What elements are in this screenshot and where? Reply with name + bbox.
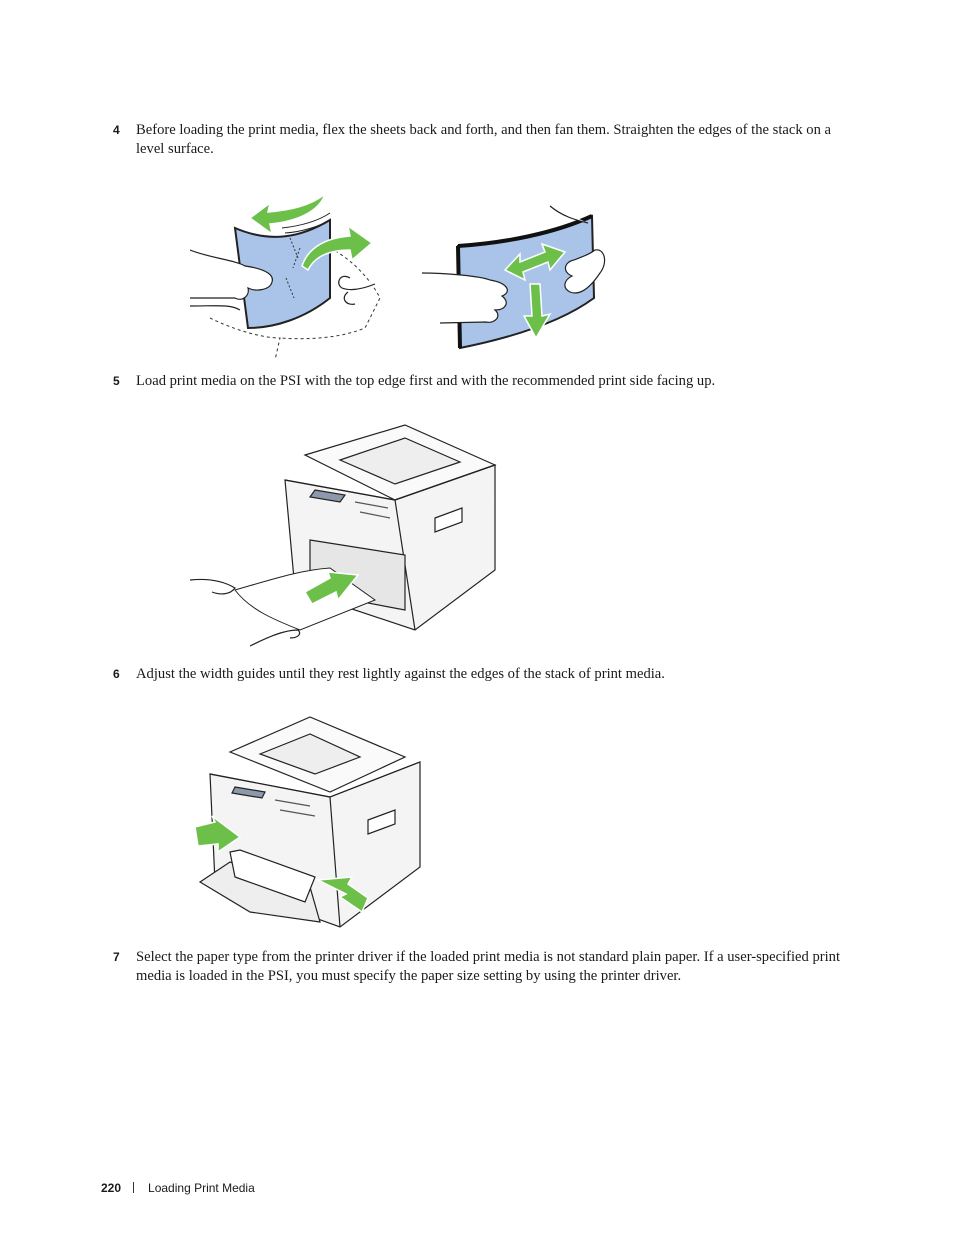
- green-arrow-icon: [248, 191, 374, 272]
- width-guides-illustration: [194, 716, 421, 928]
- green-arrow-icon: [503, 242, 567, 340]
- green-arrow-icon: [194, 815, 369, 914]
- section-title: Loading Print Media: [148, 1181, 255, 1195]
- hands: [190, 578, 301, 647]
- load-psi-illustration: [190, 424, 497, 647]
- hand-left: [190, 249, 273, 311]
- step-text: Select the paper type from the printer d…: [136, 949, 841, 984]
- green-arrow-icon: [303, 571, 360, 605]
- footer-divider: [133, 1182, 135, 1193]
- step-number: 5: [113, 374, 120, 388]
- flexed-paper-stack: [209, 212, 381, 361]
- psi-tray: [198, 849, 321, 923]
- step-text: Load print media on the PSI with the top…: [136, 373, 716, 389]
- step-number: 4: [113, 123, 120, 137]
- hand-right-2: [549, 205, 606, 294]
- page-number: 220: [101, 1181, 122, 1195]
- flex-paper-illustration: [190, 191, 606, 361]
- hand-left-2: [421, 272, 508, 324]
- step-text: Before loading the print media, flex the…: [136, 122, 832, 157]
- step-text: Adjust the width guides until they rest …: [136, 666, 665, 682]
- step-number: 7: [113, 950, 120, 964]
- page-footer: 220 Loading Print Media: [101, 1181, 255, 1195]
- hand-right: [338, 275, 376, 305]
- step-number: 6: [113, 667, 120, 681]
